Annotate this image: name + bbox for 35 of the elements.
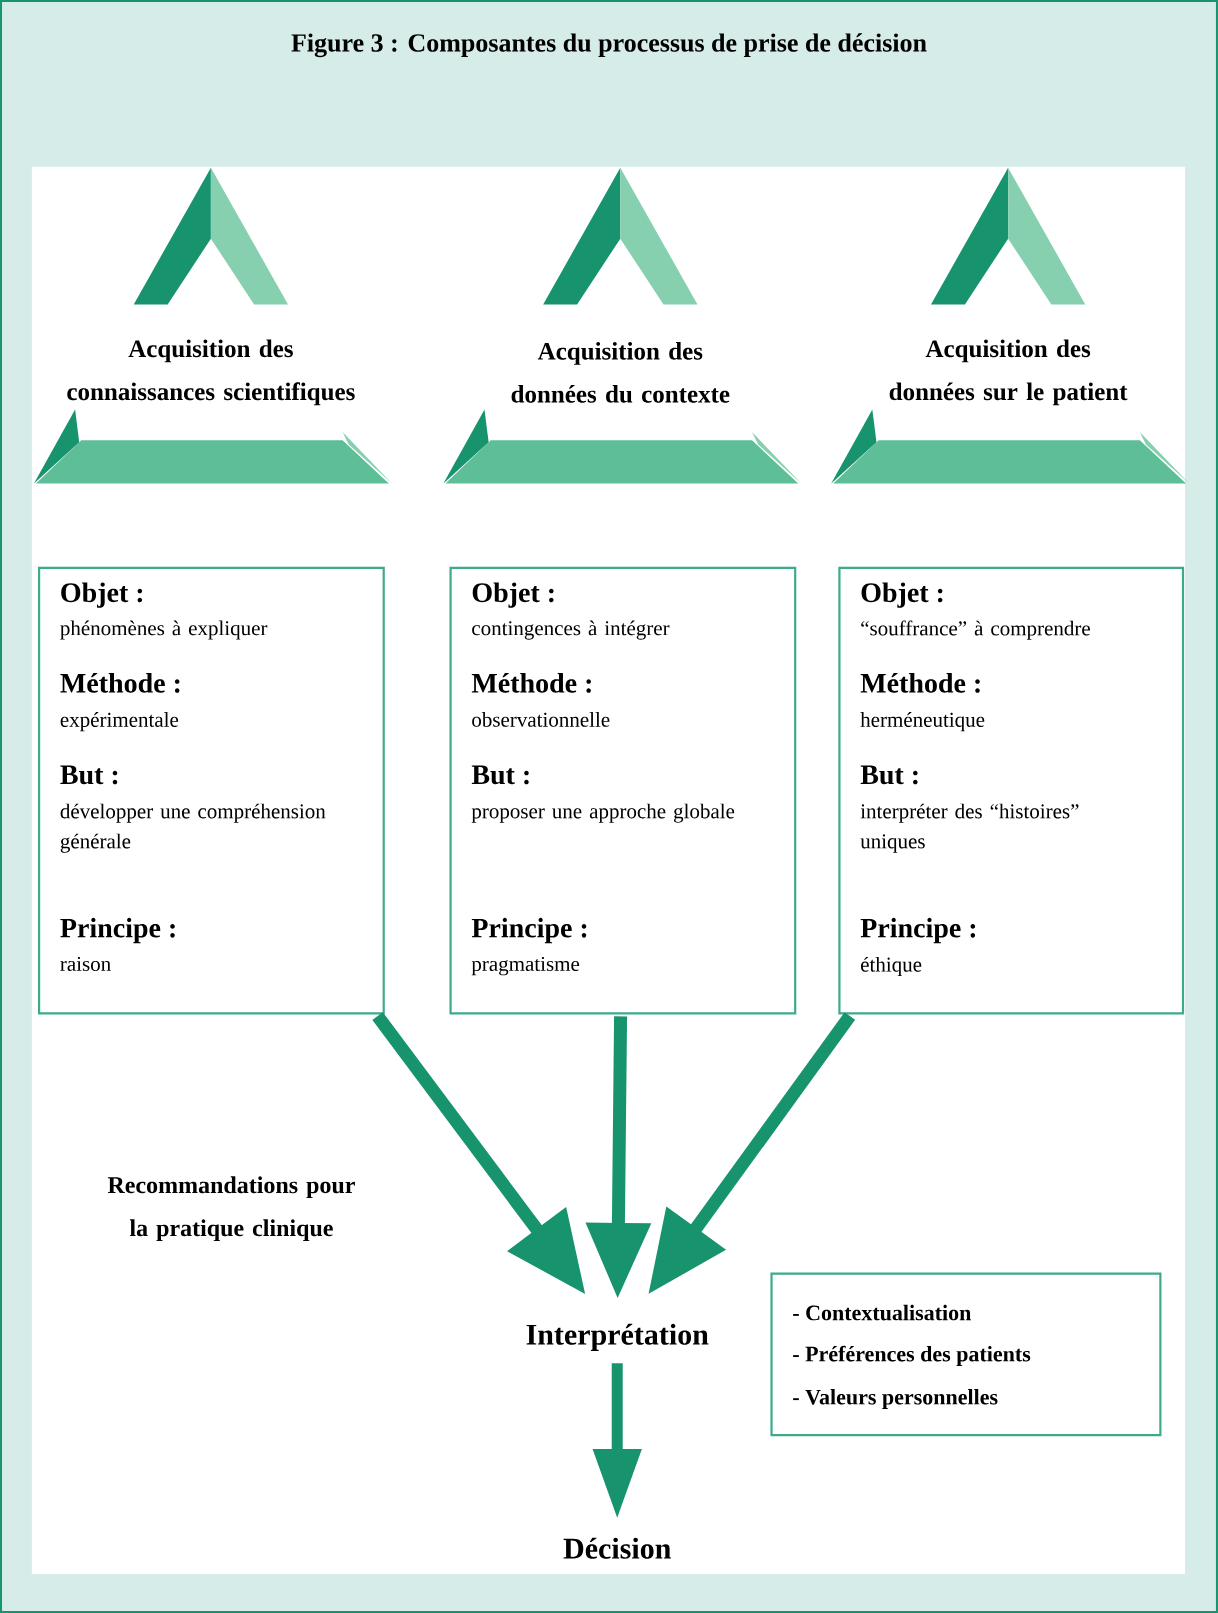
info-box [38,566,385,1015]
section-heading: Objet : [861,582,943,608]
description-text: “souffrance” à comprendre [861,620,1090,640]
stage-label: Interprétation [526,1323,709,1351]
section-heading: Méthode : [60,673,180,693]
section-heading: But : [471,765,529,785]
node-label: Acquisition des données du contexte [511,342,730,403]
description-text: éthique [861,956,922,976]
description-text: observationnelle [472,712,610,727]
description-text: développer une compréhension générale [60,803,326,853]
section-heading: Principe : [60,917,175,944]
info-box [838,566,1185,1015]
section-heading: Objet : [472,582,554,608]
section-heading: Méthode : [471,673,591,693]
description-text: raison [60,956,111,971]
stage-label: Décision [563,1537,671,1559]
title: Figure 3 : Composantes du processus de prise de décision [291,33,927,58]
description-text: interpréter des “histoires” uniques [860,803,1079,853]
section-heading: Objet : [61,582,143,608]
description-text: pragmatisme [471,956,580,976]
description-text: contingences à intégrer [472,620,670,640]
node-label: Acquisition des connaissances scientifiques [67,339,355,406]
annotation-text: Recommandations pour la pratique clinique [107,1176,355,1242]
section-heading: Méthode : [860,673,980,693]
section-heading: But : [860,765,918,785]
section-heading: Principe : [860,917,976,944]
description-text: herméneutique [860,712,985,732]
section-heading: But : [60,765,118,785]
description-text: phénomènes à expliquer [60,620,268,640]
node-label: Acquisition des données sur le patient [889,339,1128,406]
section-heading: Principe : [471,917,587,944]
factor-list-box: - Contextualisation - Préférences des patients - Valeurs personnelles [770,1272,1162,1437]
description-text: expérimentale [60,712,179,732]
info-box [449,566,797,1015]
description-text: proposer une approche globale [471,803,735,823]
